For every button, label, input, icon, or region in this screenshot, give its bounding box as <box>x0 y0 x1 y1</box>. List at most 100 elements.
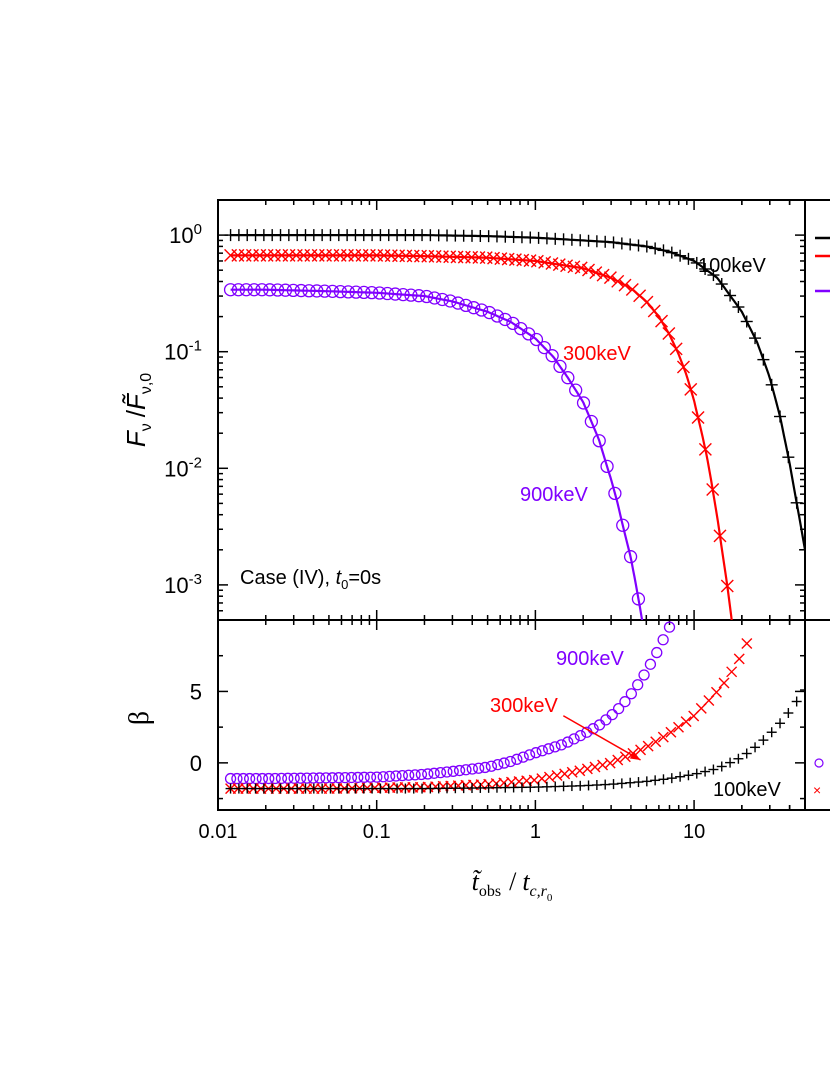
top-ylabel: Fν/F̃ν,0 <box>121 373 155 447</box>
data-point <box>473 762 485 774</box>
data-point <box>663 621 676 633</box>
x-tick-label: 10 <box>683 821 705 843</box>
data-point <box>414 781 426 793</box>
data-point <box>437 780 449 792</box>
data-point <box>600 714 612 726</box>
data-point <box>698 442 712 456</box>
bottom-ylabel: β <box>124 711 155 725</box>
data-point <box>320 772 332 784</box>
data-point <box>640 295 654 309</box>
svg-text:Fν/F̃ν,0: Fν/F̃ν,0 <box>121 373 155 447</box>
data-point <box>384 782 396 794</box>
series-markers-100keV <box>225 685 805 794</box>
data-point <box>243 772 256 785</box>
series-markers-900keV <box>224 621 676 785</box>
data-point <box>562 736 574 748</box>
series-markers-300keV <box>224 248 734 593</box>
data-point <box>396 287 410 302</box>
data-point <box>581 763 593 775</box>
data-point <box>492 758 504 771</box>
data-point <box>453 764 466 777</box>
data-point <box>239 283 253 297</box>
data-point <box>523 749 536 761</box>
data-point <box>447 765 459 777</box>
top-series <box>223 229 805 652</box>
data-point <box>278 283 293 297</box>
data-point <box>619 696 631 708</box>
data-point <box>741 637 753 649</box>
y-tick-label: 10-3 <box>164 571 202 598</box>
data-point <box>673 721 684 733</box>
y-tick-label: 10-2 <box>164 454 202 481</box>
data-point <box>307 772 319 784</box>
data-point <box>726 666 738 678</box>
x-tick-label: 0.1 <box>363 821 391 843</box>
data-point <box>247 283 261 297</box>
data-point <box>504 755 517 768</box>
data-point <box>631 592 646 606</box>
data-point <box>545 256 559 270</box>
svg-text:×: × <box>813 782 821 798</box>
data-point <box>505 776 517 788</box>
data-point <box>490 309 504 323</box>
data-point <box>460 764 472 776</box>
data-point <box>383 770 396 783</box>
data-point <box>466 763 478 775</box>
data-point <box>339 771 351 784</box>
data-point <box>333 284 348 299</box>
data-point <box>612 703 625 715</box>
data-point <box>604 757 616 769</box>
data-point <box>487 251 501 265</box>
data-point <box>521 775 533 787</box>
data-point <box>422 781 434 793</box>
top-label-900kev: 900keV <box>520 484 588 506</box>
data-point <box>568 733 580 745</box>
data-point <box>223 283 238 297</box>
data-point <box>618 278 632 292</box>
data-point <box>513 775 525 787</box>
data-point <box>333 772 345 784</box>
data-point <box>231 283 246 297</box>
top-label-100kev: 100keV <box>698 255 766 277</box>
case-annotation: Case (IV), t0=0s <box>240 567 381 592</box>
data-point <box>574 261 588 275</box>
data-point <box>581 263 595 277</box>
xlabel: t̃obs/tc,r0 <box>472 867 553 904</box>
data-point <box>380 286 395 301</box>
data-point <box>263 283 277 297</box>
data-point <box>407 781 419 793</box>
data-point <box>635 744 647 756</box>
data-point <box>710 686 722 698</box>
data-point <box>288 772 300 784</box>
data-point <box>542 743 555 755</box>
data-point <box>632 679 644 691</box>
data-point <box>589 761 601 773</box>
data-point <box>372 286 387 300</box>
data-point <box>435 292 449 307</box>
data-point <box>566 766 578 778</box>
data-point <box>269 772 281 785</box>
data-point <box>555 739 568 751</box>
data-point <box>511 753 523 765</box>
data-point <box>684 382 698 396</box>
top-label-300kev: 300keV <box>563 343 631 365</box>
data-point <box>256 772 269 785</box>
data-point <box>713 529 727 543</box>
data-point <box>301 772 313 784</box>
data-point <box>325 284 340 299</box>
data-point <box>633 289 647 303</box>
data-point <box>655 314 669 328</box>
data-point <box>706 482 720 496</box>
data-point <box>538 255 552 269</box>
data-point <box>651 646 663 659</box>
annotation-arrow-line <box>562 715 641 761</box>
data-point <box>606 708 618 721</box>
data-point <box>611 274 625 288</box>
data-point <box>326 772 338 784</box>
data-point <box>231 772 243 785</box>
data-point <box>313 772 326 784</box>
data-point <box>603 271 617 285</box>
data-point <box>640 640 652 652</box>
data-point <box>294 283 308 298</box>
